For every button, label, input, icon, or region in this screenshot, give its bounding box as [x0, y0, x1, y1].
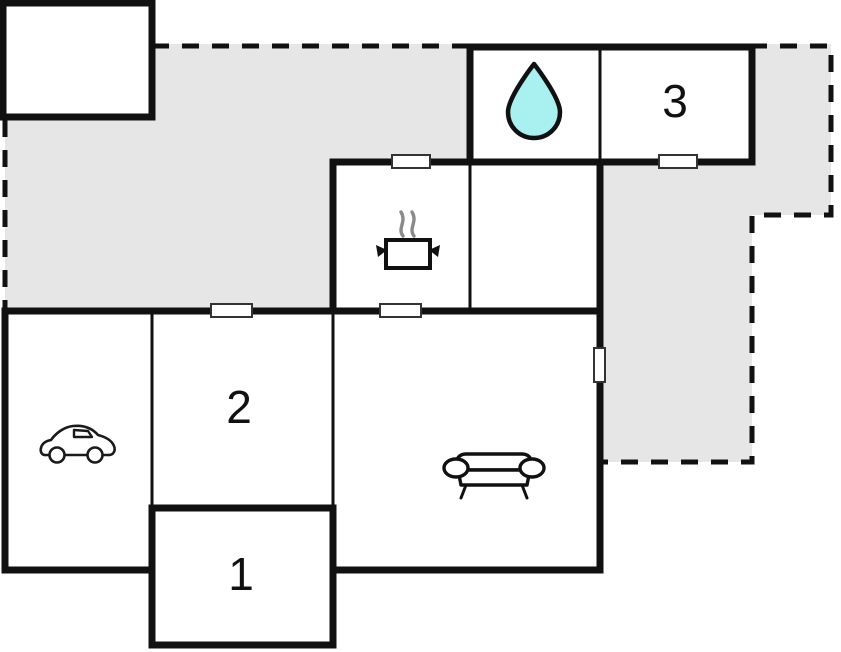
sofa-arm-right: [518, 457, 546, 479]
terrace-left-fill: [5, 44, 470, 308]
pot-handle-left: [376, 245, 387, 257]
annex-top-left-area: [0, 0, 156, 121]
pot-body: [384, 238, 432, 270]
car-wheel-rear: [86, 446, 104, 464]
openings-group: [210, 154, 698, 383]
room-number-2: 2: [226, 381, 252, 433]
sofa-seat: [456, 468, 532, 487]
terrace-dashed-outlines: [2, 43, 834, 465]
structural-walls: [1, 43, 756, 649]
sofa-leg-right: [520, 483, 529, 500]
cooking-pot-icon: [376, 210, 440, 270]
house-interior-fills: [5, 44, 752, 644]
door-room3-south[interactable]: [658, 154, 698, 169]
door-kitchen-north[interactable]: [391, 154, 431, 169]
car-icon: [39, 424, 116, 464]
water-drop-icon: [505, 61, 563, 141]
sofa-leg-left: [459, 483, 468, 500]
sofa-arm-left: [442, 457, 470, 479]
wall-bath-room3-block: [466, 43, 756, 166]
car-window: [72, 428, 94, 439]
window-living-east[interactable]: [593, 347, 606, 383]
annex-outline: [0, 0, 156, 121]
pot-handle-right: [429, 245, 440, 257]
water-drop-shape: [505, 61, 563, 141]
terrace-right-dashed: [600, 43, 834, 465]
steam-right: [410, 210, 416, 238]
door-terrace-south[interactable]: [210, 303, 253, 318]
room-number-1: 1: [228, 548, 254, 600]
room-number-3: 3: [662, 75, 688, 127]
room1-fill: [152, 508, 333, 644]
wall-room1-outline: [148, 504, 337, 649]
kitchen-living-fill: [333, 162, 600, 570]
steam-left: [399, 210, 405, 238]
car-wheel-front: [48, 446, 66, 464]
sofa-icon: [442, 452, 546, 500]
door-living-north[interactable]: [379, 303, 422, 318]
